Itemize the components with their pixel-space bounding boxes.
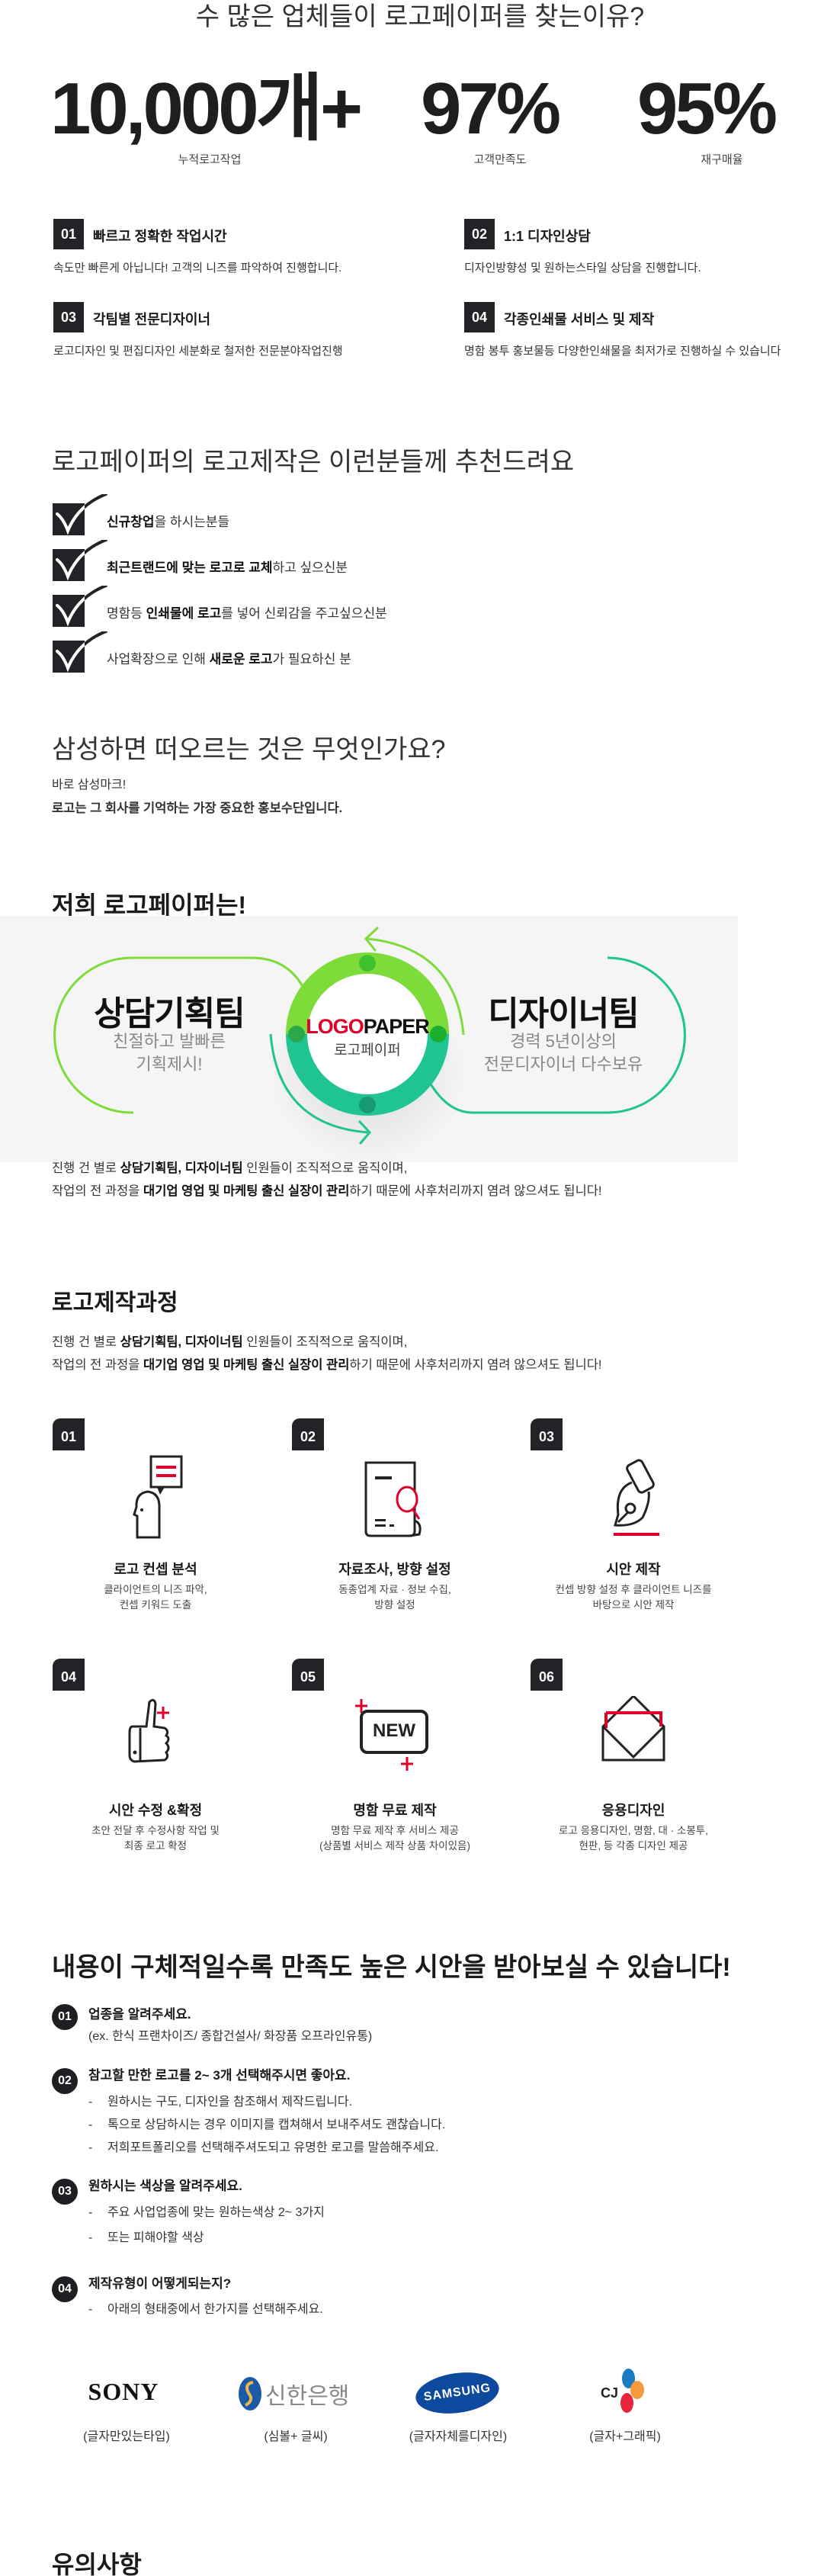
- tip-title: 참고할 만한 로고를 2~ 3개 선택해주시면 좋아요.: [88, 2068, 351, 2083]
- process-description: 진행 건 별로 상담기획팀, 디자이너팀 인원들이 조직적으로 움직이며, 작업…: [52, 1335, 602, 1372]
- samsung-line1: 바로 삼성마크!: [52, 779, 127, 792]
- step-number: 06: [531, 1659, 563, 1691]
- feature-title: 1:1 디자인상담: [504, 229, 591, 244]
- checkmark-icon: [53, 631, 107, 674]
- reasons-title: 수 많은 업체들이 로고페이퍼를 찾는이유?: [195, 2, 645, 31]
- sony-logo: SONY: [88, 2378, 159, 2405]
- notice-title: 유의사항: [52, 2551, 142, 2576]
- feature-number: 01: [53, 219, 84, 249]
- logopaper-logo: LOGOPAPER 로고페이퍼: [306, 1015, 430, 1058]
- envelope-icon: [601, 1696, 665, 1762]
- consultation-icon: [133, 1455, 183, 1539]
- tip-bullet: -저희포트폴리오를 선택해주셔도되고 유명한 로고를 말씀해주세요.: [88, 2141, 439, 2154]
- step-number: 02: [292, 1418, 324, 1450]
- team-planning-name: 상담기획팀: [94, 995, 245, 1033]
- recommend-item: 명함등 인쇄물에 로고를 넣어 신뢰감을 주고싶으신분: [53, 586, 387, 632]
- tip-title: 제작유형이 어떻게되는지?: [88, 2276, 232, 2291]
- stat-value-satisfaction: 97%: [421, 68, 561, 149]
- tip-bullet: -아래의 형태중에서 한가지를 선택해주세요.: [88, 2303, 323, 2316]
- stat-label-repurchase: 재구매율: [701, 153, 743, 166]
- stat-value-works: 10,000개+: [50, 68, 363, 149]
- shinhan-logo: 신한은행: [238, 2376, 349, 2411]
- step-desc: 명함 무료 제작 후 서비스 제공(상품별 서비스 제작 상품 차이있음): [319, 1825, 470, 1852]
- recommend-title: 로고페이퍼의 로고제작은 이런분들께 추천드려요: [52, 448, 575, 477]
- tip-number: 04: [52, 2276, 78, 2302]
- tips-title: 내용이 구체적일수록 만족도 높은 시안을 받아보실 수 있습니다!: [52, 1953, 731, 1982]
- team-cycle-graphic: [53, 927, 686, 1162]
- step-title: 응용디자인: [601, 1803, 665, 1818]
- step-title: 명함 무료 제작: [353, 1803, 437, 1818]
- feature-title: 각팀별 전문디자이너: [93, 312, 211, 327]
- checkmark-icon: [53, 494, 107, 537]
- feature-title: 빠르고 정확한 작업시간: [93, 229, 227, 244]
- feature-number: 03: [53, 302, 84, 332]
- process-title: 로고제작과정: [52, 1290, 178, 1315]
- feature-desc: 명함 봉투 홍보물등 다양한인쇄물을 최저가로 진행하실 수 있습니다: [464, 345, 781, 358]
- tip-bullet: -주요 사업업종에 맞는 원하는색상 2~ 3가지: [88, 2206, 325, 2219]
- checkmark-icon: [53, 540, 107, 583]
- samsung-title: 삼성하면 떠오르는 것은 무엇인가요?: [52, 735, 446, 764]
- feature-number: 02: [464, 219, 495, 249]
- step-desc: 로고 응용디자인, 명함, 대 · 소봉투,현판, 등 각종 디자인 제공: [559, 1825, 708, 1852]
- step-desc: 동종업계 자료 · 정보 수집,방향 설정: [338, 1584, 451, 1611]
- stat-value-repurchase: 95%: [637, 68, 777, 149]
- tip-title: 업종을 알려주세요.: [88, 2007, 191, 2022]
- tip-title: 원하시는 색상을 알려주세요.: [88, 2179, 242, 2193]
- tip-bullet: -원하시는 구도, 디자인을 참조해서 제작드립니다.: [88, 2096, 353, 2109]
- step-number: 03: [531, 1418, 563, 1450]
- shinhan-symbol-icon: [239, 2377, 261, 2411]
- teams-description: 진행 건 별로 상담기획팀, 디자이너팀 인원들이 조직적으로 움직이며, 작업…: [52, 1161, 602, 1198]
- recommend-text: 최근트랜드에 맞는 로고로 교체하고 싶으신분: [107, 560, 348, 575]
- feature-title: 각종인쇄물 서비스 및 제작: [504, 312, 655, 327]
- step-title: 자료조사, 방향 설정: [338, 1562, 451, 1577]
- step-number: 01: [53, 1418, 85, 1450]
- arrow-down-right-icon: [269, 1033, 369, 1134]
- step-desc: 클라이언트의 니즈 파악,컨셉 키워드 도출: [104, 1584, 207, 1611]
- teams-title: 저희 로고페이퍼는!: [52, 891, 247, 919]
- tip-bullet: -또는 피해야할 색상: [88, 2231, 204, 2244]
- checkmark-icon: [53, 586, 107, 628]
- feature-desc: 로고디자인 및 편집디자인 세분화로 철저한 전문분야작업진행: [53, 345, 343, 358]
- logo-caption: (글자자체를디자인): [409, 2430, 508, 2443]
- tip-number: 03: [52, 2179, 78, 2205]
- document-search-icon: [364, 1461, 422, 1537]
- feature-number: 04: [464, 302, 495, 332]
- recommend-text: 신규창업을 하시는분들: [107, 515, 230, 529]
- team-designer-name: 디자이너팀: [488, 995, 639, 1033]
- logo-caption: (심볼+ 글씨): [264, 2430, 328, 2443]
- samsung-line2: 로고는 그 회사를 기억하는 가장 중요한 홍보수단입니다.: [52, 801, 343, 815]
- arrow-up-left-icon: [367, 937, 465, 1036]
- step-title: 시안 수정 &확정: [108, 1803, 203, 1818]
- recommend-item: 사업확장으로 인해 새로운 로고가 필요하신 분: [53, 631, 351, 678]
- samsung-logo: SAMSUNG: [412, 2367, 502, 2419]
- cj-logo: CJ: [598, 2369, 652, 2414]
- recommend-text: 명함등 인쇄물에 로고를 넣어 신뢰감을 주고싶으신분: [107, 606, 387, 621]
- step-title: 로고 컨셉 분석: [114, 1562, 197, 1577]
- new-badge-icon: NEW: [349, 1696, 441, 1780]
- tip-number: 02: [52, 2068, 78, 2094]
- recommend-item: 신규창업을 하시는분들: [53, 494, 229, 541]
- stat-label-satisfaction: 고객만족도: [473, 153, 527, 166]
- step-title: 시안 제작: [606, 1562, 661, 1577]
- tip-bullet: -톡으로 상담하시는 경우 이미지를 캡쳐해서 보내주셔도 괜찮습니다.: [88, 2118, 446, 2131]
- recommend-item: 최근트랜드에 맞는 로고로 교체하고 싶으신분: [53, 540, 348, 586]
- step-number: 04: [53, 1659, 85, 1691]
- tip-subtext: (ex. 한식 프랜차이즈/ 종합건설사/ 화장품 오프라인유통): [88, 2030, 373, 2043]
- feature-desc: 디자인방향성 및 원하는스타일 상담을 진행합니다.: [464, 262, 701, 275]
- thumbs-up-icon: [128, 1698, 170, 1763]
- step-number: 05: [292, 1659, 324, 1691]
- tip-number: 01: [52, 2004, 78, 2030]
- recommend-text: 사업확장으로 인해 새로운 로고가 필요하신 분: [107, 652, 351, 666]
- pen-nib-icon: [614, 1459, 659, 1536]
- stat-label-works: 누적로고작업: [178, 153, 242, 166]
- logo-caption: (글자만있는타입): [83, 2430, 170, 2443]
- feature-desc: 속도만 빠른게 아닙니다! 고객의 니즈를 파악하여 진행합니다.: [53, 262, 342, 275]
- logo-caption: (글자+그래픽): [589, 2430, 661, 2443]
